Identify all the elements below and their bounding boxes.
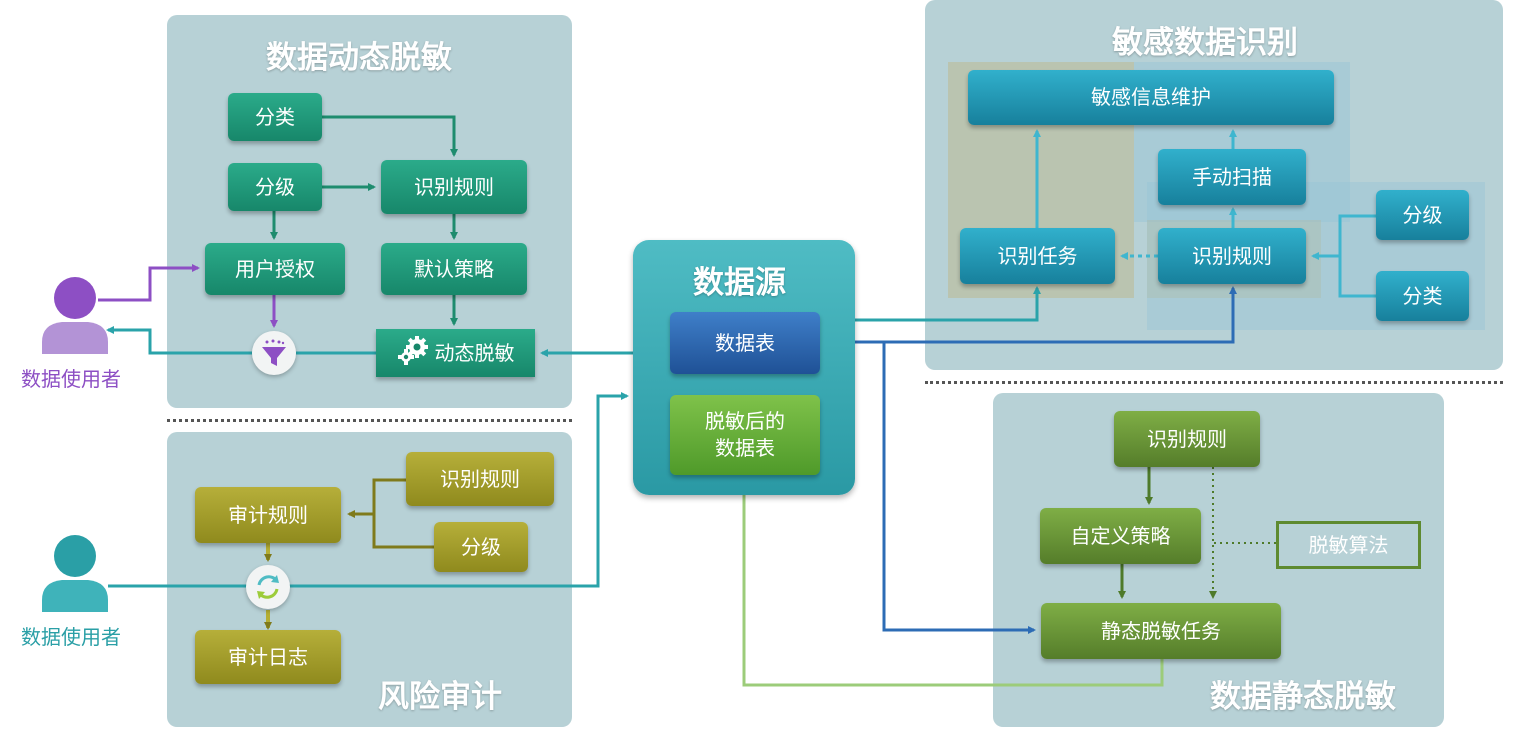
data-table-box: 数据表 — [670, 312, 820, 374]
ra-audit-log-box: 审计日志 — [195, 630, 341, 684]
sm-algorithm-box: 脱敏算法 — [1276, 521, 1421, 569]
sm-identify-rule-box: 识别规则 — [1114, 411, 1260, 467]
dm-grade-box: 分级 — [228, 163, 322, 211]
dm-identify-rule-box: 识别规则 — [381, 160, 527, 214]
separator-right — [925, 381, 1503, 384]
static-masking-title: 数据静态脱敏 — [1210, 679, 1396, 715]
dm-dynamic-mask-label: 动态脱敏 — [434, 340, 515, 365]
si-classify-box: 分类 — [1376, 271, 1469, 321]
refresh-icon — [246, 565, 290, 609]
gear-icon — [397, 334, 431, 373]
ra-audit-rule-box: 审计规则 — [195, 487, 341, 543]
bottom-user-label: 数据使用者 — [21, 625, 121, 649]
dynamic-masking-title: 数据动态脱敏 — [266, 40, 452, 76]
si-identify-rule-box: 识别规则 — [1158, 228, 1306, 284]
sm-custom-policy-box: 自定义策略 — [1040, 508, 1201, 564]
sm-static-task-box: 静态脱敏任务 — [1041, 603, 1281, 659]
ra-identify-rule-box: 识别规则 — [406, 452, 554, 506]
si-identify-task-box: 识别任务 — [960, 228, 1115, 284]
separator-left — [167, 419, 572, 422]
funnel-icon — [252, 331, 296, 375]
user-icon — [40, 534, 110, 616]
top-user-label: 数据使用者 — [21, 367, 121, 391]
ra-grade-box: 分级 — [434, 522, 528, 572]
si-info-maintenance-box: 敏感信息维护 — [968, 70, 1334, 125]
dm-dynamic-mask-box: 动态脱敏 — [376, 329, 535, 377]
masked-table-box: 脱敏后的 数据表 — [670, 395, 820, 475]
data-source-title: 数据源 — [693, 265, 786, 301]
si-manual-scan-box: 手动扫描 — [1158, 149, 1306, 205]
user-icon — [40, 276, 110, 358]
dm-classify-box: 分类 — [228, 93, 322, 141]
risk-audit-title: 风险审计 — [378, 679, 502, 715]
dm-default-policy-box: 默认策略 — [381, 243, 527, 295]
sensitive-identification-title: 敏感数据识别 — [1112, 25, 1298, 61]
dm-user-auth-box: 用户授权 — [205, 243, 345, 295]
si-grade-box: 分级 — [1376, 190, 1469, 240]
